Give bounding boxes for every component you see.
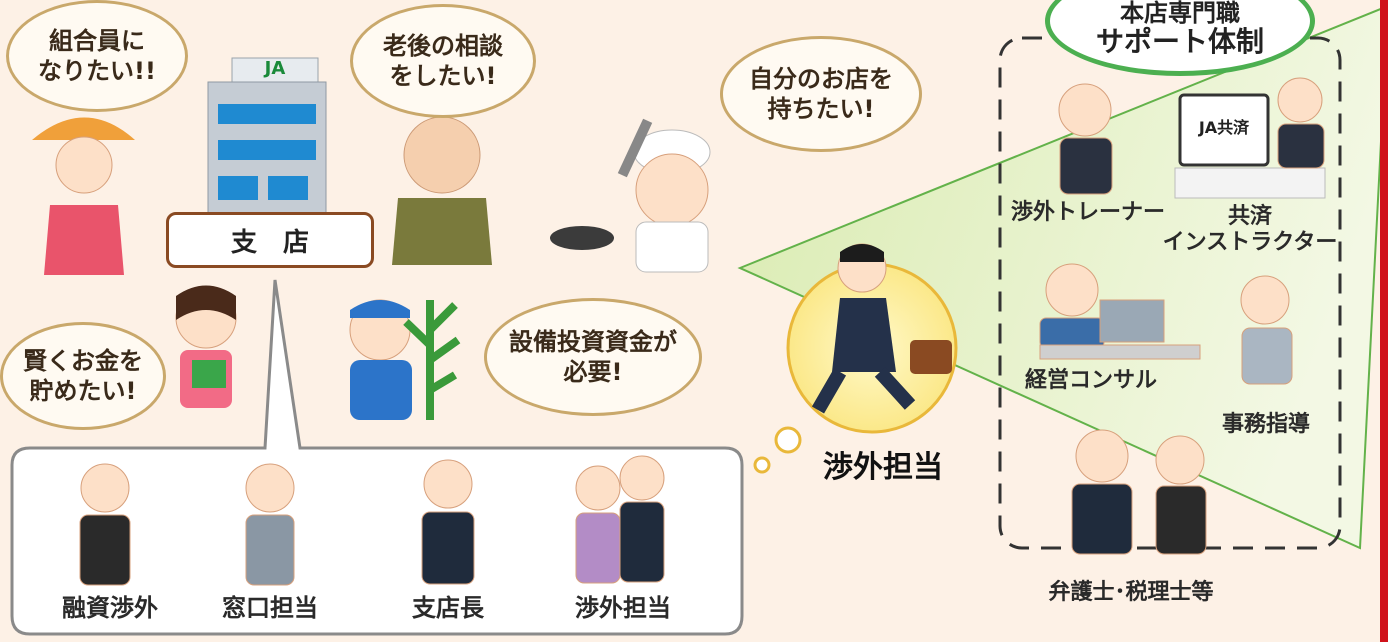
staff-figures (79, 455, 665, 586)
support-figures (1039, 77, 1326, 555)
staff-callout (10, 279, 744, 636)
staff-label-sales: 渉外担当 (575, 594, 671, 622)
staff-label-loan: 融資渉外 (62, 594, 158, 622)
edge-bar (1380, 0, 1388, 642)
bubble-become-member: 組合員に なりたい!! (6, 0, 188, 112)
person-chef (550, 118, 711, 273)
staff-label-counter: 窓口担当 (222, 594, 318, 622)
support-title-line2: サポート体制 (1095, 25, 1264, 58)
ja-logo: JA (264, 58, 286, 79)
branch-label: 支 店 (166, 212, 374, 268)
person-woman-bank (175, 285, 237, 408)
role-label-consultant: 経営コンサル (1024, 368, 1157, 393)
role-label-lawyer: 弁護士･税理士等 (1048, 580, 1214, 605)
person-main-rep (811, 243, 952, 414)
role-label-trainer: 渉外トレーナー (1010, 200, 1165, 225)
bubble-save-money: 賢くお金を 貯めたい! (0, 322, 166, 430)
thought-dot-small (753, 456, 771, 474)
person-farmer (349, 299, 461, 420)
main-rep-label: 渉外担当 (823, 450, 943, 485)
staff-label-manager: 支店長 (412, 594, 484, 622)
role-label-admin: 事務指導 (1221, 412, 1310, 437)
monitor-text: JA共済 (1198, 118, 1250, 137)
thought-dot-large (774, 426, 802, 454)
bubble-retirement-consult: 老後の相談 をしたい! (350, 4, 536, 118)
bubble-open-shop: 自分のお店を 持ちたい! (720, 36, 922, 152)
support-title-line1: 本店専門職 (1120, 0, 1240, 27)
bubble-equipment-funds: 設備投資資金が 必要! (484, 298, 702, 416)
role-label-instructor: 共済 インストラクター (1162, 204, 1338, 256)
person-elderly-man (392, 116, 492, 265)
person-woman-hat (32, 117, 135, 275)
